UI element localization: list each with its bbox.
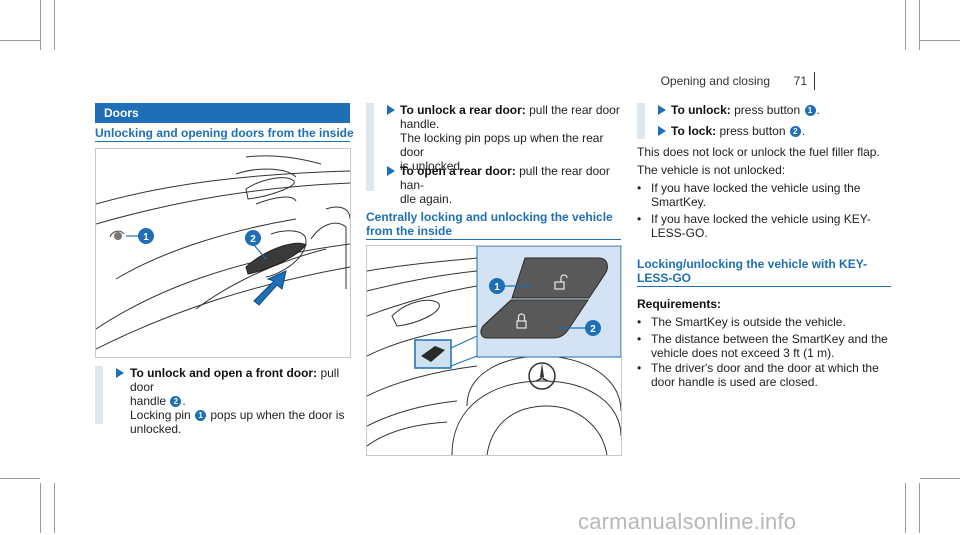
section-title: Opening and closing bbox=[660, 74, 770, 88]
step-arrow-icon bbox=[658, 126, 666, 136]
crop-mark bbox=[920, 40, 960, 41]
callout-ref: 1 bbox=[804, 105, 816, 116]
instruction-step: To unlock and open a front door: pull do… bbox=[130, 366, 345, 436]
svg-text:1: 1 bbox=[143, 232, 149, 243]
step-bar bbox=[366, 103, 374, 191]
step-arrow-icon bbox=[387, 166, 395, 176]
bullet-marker: • bbox=[637, 212, 642, 226]
step-bar bbox=[637, 103, 645, 139]
page-number: 71 bbox=[793, 74, 807, 88]
callout-ref: 2 bbox=[170, 396, 182, 407]
crop-mark bbox=[905, 0, 906, 50]
bullet-marker: • bbox=[637, 332, 642, 346]
instruction-step: To lock: press button 2. bbox=[671, 124, 806, 138]
bullet-marker: • bbox=[637, 315, 642, 329]
list-item: • If you have locked the vehicle using t… bbox=[637, 181, 861, 209]
callout-2 bbox=[585, 320, 601, 336]
subheading-rule bbox=[637, 286, 891, 287]
subheading-rule bbox=[366, 239, 621, 240]
crop-mark bbox=[919, 483, 920, 533]
list-item: • The driver's door and the door at whic… bbox=[637, 361, 879, 389]
svg-text:1: 1 bbox=[494, 282, 500, 293]
crop-mark bbox=[0, 478, 40, 479]
unlock-icon bbox=[554, 274, 568, 290]
list-item: • The distance between the SmartKey and … bbox=[637, 332, 888, 360]
lock-icon bbox=[516, 313, 527, 329]
callout-ref: 2 bbox=[789, 126, 801, 137]
crop-mark bbox=[905, 483, 906, 533]
step-arrow-icon bbox=[387, 105, 395, 115]
list-item: • If you have locked the vehicle using K… bbox=[637, 212, 871, 240]
callout-ref: 1 bbox=[195, 410, 207, 421]
callout-2 bbox=[245, 230, 261, 246]
watermark: carmanualsonline.info bbox=[578, 509, 797, 534]
page-header: Opening and closing 71 bbox=[0, 72, 960, 94]
paragraph: This does not lock or unlock the fuel fi… bbox=[637, 145, 880, 159]
crop-mark bbox=[919, 0, 920, 50]
step-bar bbox=[95, 366, 103, 424]
subheading-rule bbox=[95, 141, 350, 142]
bullet-marker: • bbox=[637, 181, 642, 195]
callout-1 bbox=[138, 228, 154, 244]
svg-text:2: 2 bbox=[250, 234, 256, 245]
subheading: Centrally locking and unlocking the vehi… bbox=[366, 210, 613, 238]
crop-mark bbox=[54, 0, 55, 50]
header-divider bbox=[814, 72, 815, 90]
banner-title: Doors bbox=[104, 106, 139, 120]
subheading: Locking/unlocking the vehicle with KEY- … bbox=[637, 257, 868, 285]
central-locking-illustration: 1 2 bbox=[367, 246, 621, 455]
svg-text:2: 2 bbox=[590, 324, 596, 335]
requirements-label: Requirements: bbox=[637, 297, 722, 311]
mercedes-star-icon bbox=[528, 362, 556, 390]
crop-mark bbox=[40, 483, 41, 533]
instruction-step: To open a rear door: pull the rear door … bbox=[400, 164, 610, 206]
paragraph: The vehicle is not unlocked: bbox=[637, 163, 786, 177]
step-arrow-icon bbox=[658, 105, 666, 115]
section-banner: Doors bbox=[95, 103, 350, 123]
crop-mark bbox=[0, 40, 40, 41]
callout-1 bbox=[489, 278, 505, 294]
instruction-step: To unlock a rear door: pull the rear doo… bbox=[400, 103, 620, 173]
crop-mark bbox=[920, 478, 960, 479]
step-arrow-icon bbox=[116, 368, 124, 378]
front-door-figure: 1 2 bbox=[95, 148, 351, 358]
list-item: • The SmartKey is outside the vehicle. bbox=[637, 315, 846, 329]
subheading: Unlocking and opening doors from the ins… bbox=[95, 126, 354, 140]
bullet-marker: • bbox=[637, 361, 642, 375]
front-door-illustration: 1 2 bbox=[96, 155, 350, 350]
central-locking-figure: 1 2 bbox=[366, 245, 622, 456]
crop-mark bbox=[40, 0, 41, 50]
instruction-step: To unlock: press button 1. bbox=[671, 103, 820, 117]
crop-mark bbox=[54, 483, 55, 533]
